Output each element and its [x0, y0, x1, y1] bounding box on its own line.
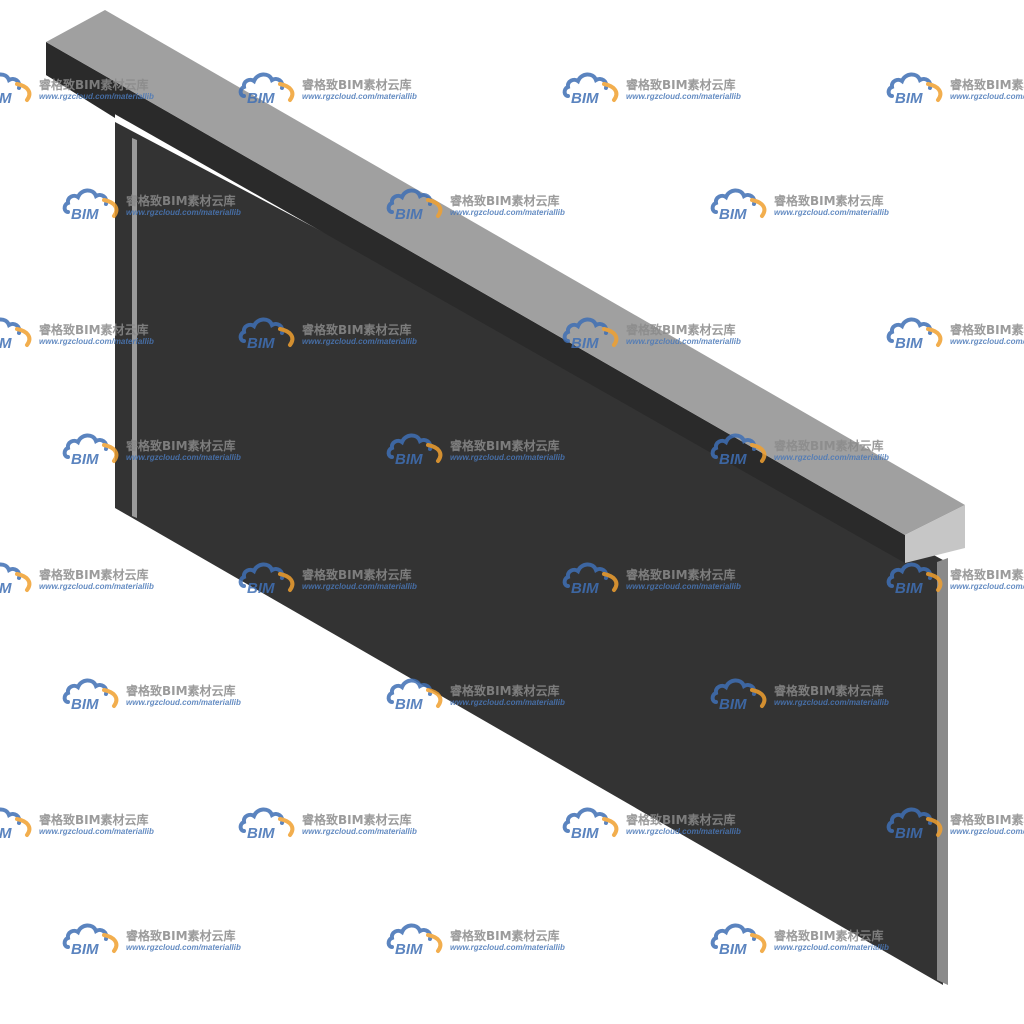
wall-face — [115, 122, 943, 985]
wall-right-edge — [937, 558, 948, 985]
beam-end-face — [905, 505, 965, 563]
beam-side-face — [46, 42, 905, 563]
wall-left-edge — [132, 138, 137, 518]
beam-top-face — [46, 10, 965, 535]
beam-left-lip — [46, 42, 115, 118]
